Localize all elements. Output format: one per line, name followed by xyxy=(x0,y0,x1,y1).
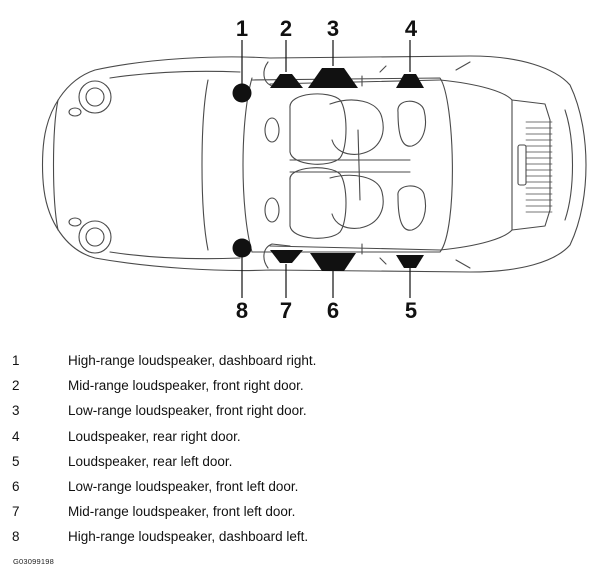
legend-item: 3 Low-range loudspeaker, front right door… xyxy=(0,402,600,427)
callout-5: 5 xyxy=(405,298,417,323)
legend-number: 8 xyxy=(12,529,20,545)
legend-number: 5 xyxy=(12,453,20,469)
legend-text: High-range loudspeaker, dashboard right. xyxy=(68,353,317,368)
callout-2: 2 xyxy=(280,16,292,41)
callout-8: 8 xyxy=(236,298,248,323)
legend-item: 6 Low-range loudspeaker, front left door. xyxy=(0,478,600,503)
legend-item: 2 Mid-range loudspeaker, front right door… xyxy=(0,377,600,402)
legend-text: Loudspeaker, rear left door. xyxy=(68,453,233,469)
legend-text: Low-range loudspeaker, front left door. xyxy=(68,478,299,494)
callout-3: 3 xyxy=(327,16,339,41)
speaker-3-marker xyxy=(308,68,358,88)
speaker-5-marker xyxy=(396,255,424,268)
speaker-4-marker xyxy=(396,74,424,88)
legend-item: 8 High-range loudspeaker, dashboard left. xyxy=(0,528,600,553)
legend-text: Loudspeaker, rear right door. xyxy=(68,428,241,444)
callout-4: 4 xyxy=(405,16,418,41)
speaker-markers xyxy=(232,68,424,271)
legend-item: 7 Mid-range loudspeaker, front left door. xyxy=(0,503,600,528)
callout-1: 1 xyxy=(236,16,248,41)
legend-number: 2 xyxy=(12,378,20,394)
legend-text: Mid-range loudspeaker, front right door. xyxy=(68,378,304,394)
speaker-2-marker xyxy=(270,74,303,88)
car-outline xyxy=(41,55,587,273)
legend-text: Mid-range loudspeaker, front left door. xyxy=(68,504,296,520)
legend-number: 6 xyxy=(12,478,20,494)
engine-grille xyxy=(525,121,553,213)
legend-text: Low-range loudspeaker, front right door. xyxy=(68,403,307,419)
legend-number: 1 xyxy=(12,353,20,368)
legend-item: 4 Loudspeaker, rear right door. xyxy=(0,428,600,453)
figure-code: G03099198 xyxy=(13,557,55,566)
leader-lines xyxy=(241,40,411,298)
legend-number: 4 xyxy=(12,428,20,444)
speaker-6-marker xyxy=(310,253,356,271)
legend-item: 1 High-range loudspeaker, dashboard right… xyxy=(0,352,600,377)
legend-text: High-range loudspeaker, dashboard left. xyxy=(68,529,309,545)
speaker-legend: 1 High-range loudspeaker, dashboard right… xyxy=(0,352,600,554)
legend-item: 5 Loudspeaker, rear left door. xyxy=(0,453,600,478)
car-speaker-diagram: 1 2 3 4 8 7 6 5 xyxy=(41,16,587,323)
callout-7: 7 xyxy=(280,298,292,323)
legend-number: 3 xyxy=(12,403,20,419)
legend-number: 7 xyxy=(12,504,20,520)
speaker-8-marker xyxy=(232,238,252,258)
speaker-7-marker xyxy=(270,250,303,263)
speaker-1-marker xyxy=(232,83,252,103)
callout-6: 6 xyxy=(327,298,339,323)
